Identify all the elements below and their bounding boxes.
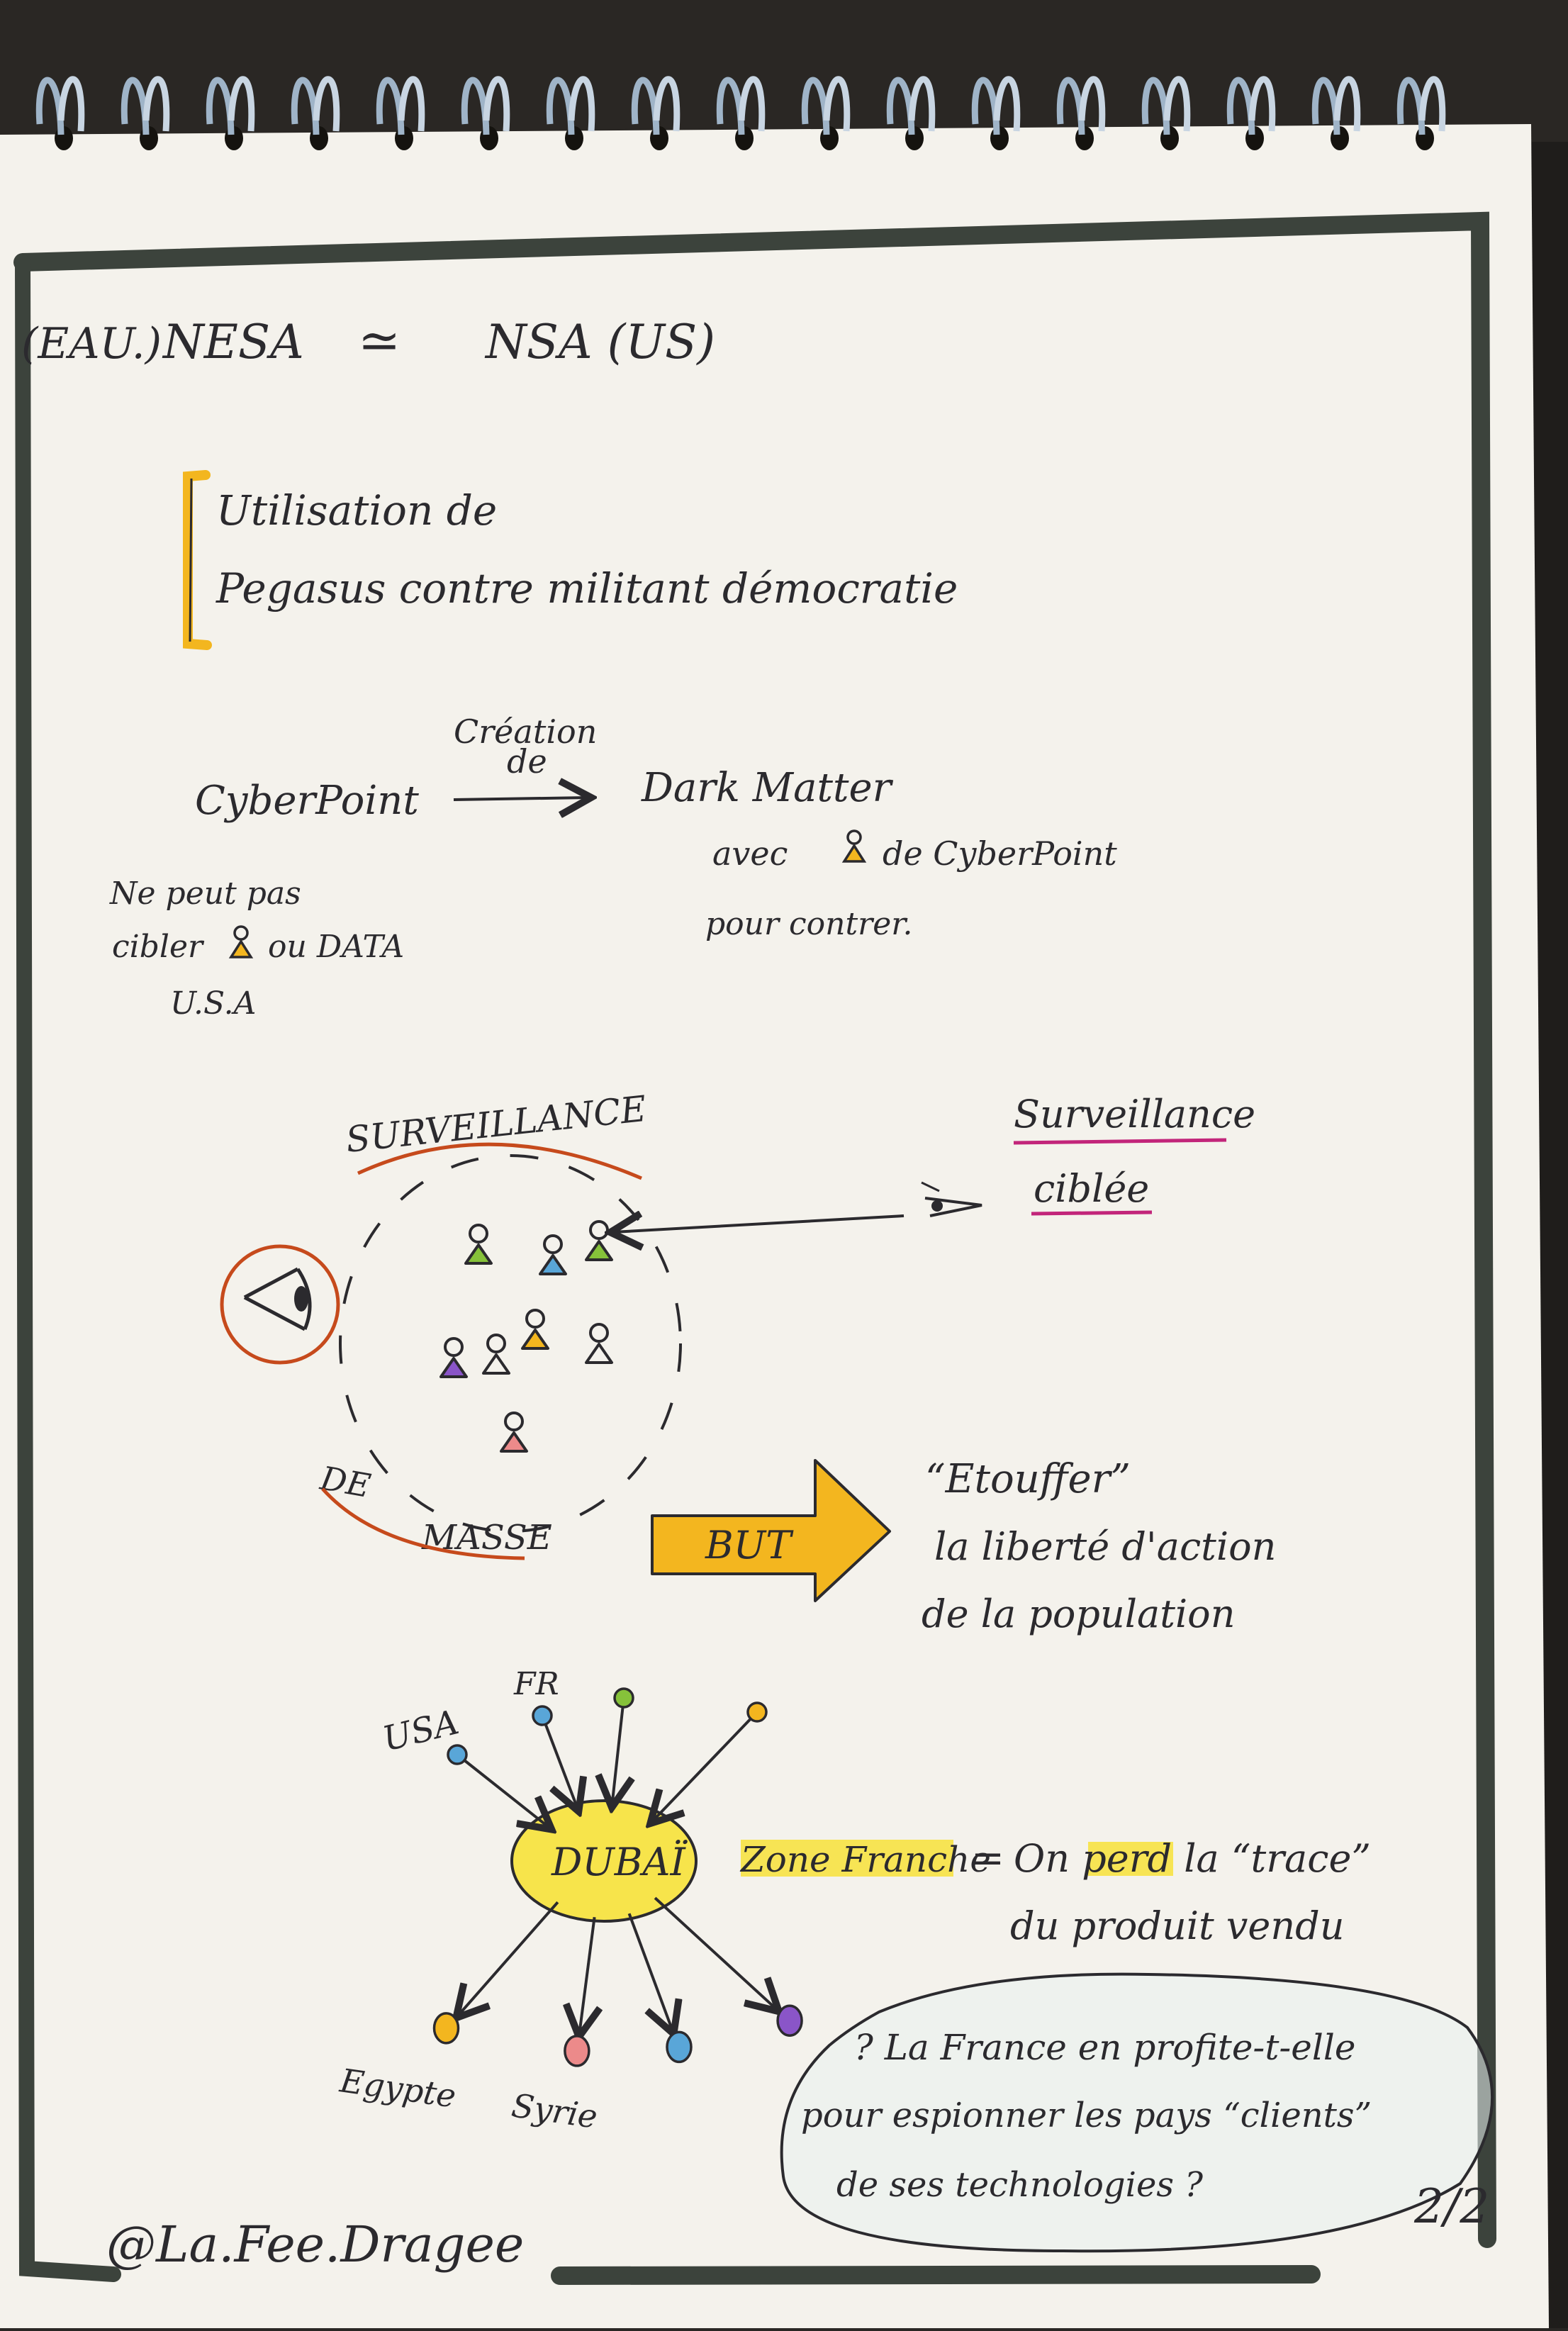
- notebook-page: [0, 124, 1549, 2328]
- dubai-highlight: [512, 1801, 696, 1921]
- zone-highlight: [741, 1840, 953, 1877]
- person-icon: [464, 1224, 493, 1265]
- in-fr-label: FR: [513, 1666, 559, 1702]
- spiral-ring: [206, 76, 255, 150]
- people-group: [439, 1220, 613, 1453]
- zone-explain-2: du produit vendu: [1010, 1904, 1344, 1948]
- dark-matter-note-2: de CyberPoint: [883, 834, 1117, 873]
- mass-de-label: DE: [317, 1458, 374, 1505]
- spiral-ring: [1226, 76, 1276, 150]
- eye-icon: [921, 1181, 982, 1217]
- question-line-3: de ses technologies ?: [836, 2165, 1203, 2205]
- dark-matter-note-3: pour contrer.: [705, 906, 912, 942]
- creation-label: Création: [454, 712, 597, 751]
- page-number: 2/2: [1413, 2179, 1489, 2234]
- limit-line-1: Ne peut pas: [109, 876, 301, 912]
- question-bubble-fill: [781, 1974, 1493, 2252]
- creation-de-label: de: [507, 742, 547, 781]
- pegasus-bracket: [183, 470, 212, 650]
- spiral-ring: [35, 76, 85, 150]
- spiral-ring: [376, 76, 425, 150]
- incoming-spoke: [612, 1687, 633, 1805]
- targeted-underline-1: [1013, 1138, 1227, 1145]
- spiral-ring: [971, 76, 1021, 150]
- person-icon: [521, 1309, 549, 1350]
- spiral-ring: [546, 76, 595, 150]
- zone-equals: =: [971, 1835, 1004, 1882]
- zone-franche-label: Zone Franche: [739, 1839, 991, 1880]
- spiral-ring: [1141, 76, 1191, 150]
- spiral-ring: [461, 76, 510, 150]
- pegasus-bracket-ink: [189, 478, 193, 642]
- person-icon: [539, 1234, 567, 1275]
- person-icon: [585, 1323, 613, 1364]
- eye-icon: [243, 1267, 312, 1331]
- question-bubble: [780, 1972, 1494, 2253]
- targeted-arrow: [613, 1216, 905, 1232]
- dark-matter-note-1: avec: [712, 834, 788, 873]
- question-line-2: pour espionner les pays “clients”: [801, 2096, 1372, 2135]
- person-icon: [500, 1412, 528, 1453]
- spiral-ring: [121, 76, 170, 150]
- goal-line-2: la liberté d'action: [934, 1524, 1276, 1569]
- header-nesa: NESA: [162, 315, 304, 369]
- outgoing-spoke: [654, 1896, 803, 2037]
- incoming-spoke: [532, 1705, 578, 1809]
- dubai-spokes: [432, 1687, 803, 2067]
- person-icon: [439, 1337, 468, 1378]
- limit-line-3: ou DATA: [268, 929, 404, 965]
- goal-line-1: “Etouffer”: [925, 1456, 1131, 1502]
- dubai-label: DUBAÏ: [551, 1839, 688, 1884]
- goal-arrow-label: BUT: [705, 1523, 794, 1567]
- creation-arrow: [453, 798, 588, 800]
- page-frame-left: [15, 255, 121, 2282]
- question-line-1: ? La France en profite-t-elle: [854, 2027, 1355, 2068]
- spiral-ring: [291, 76, 340, 150]
- goal-line-3: de la population: [922, 1592, 1235, 1636]
- limit-line-2: cibler: [112, 929, 205, 965]
- person-icon: [228, 925, 254, 958]
- person-icon: [482, 1334, 510, 1375]
- header-eau: (EAU.): [21, 319, 162, 369]
- targeted-label-1: Surveillance: [1014, 1092, 1255, 1136]
- eye-circle: [220, 1244, 340, 1365]
- spiral-ring: [1056, 76, 1106, 150]
- targeted-underline-2: [1031, 1210, 1153, 1216]
- spiral-ring: [801, 76, 851, 150]
- person-icon: [841, 829, 867, 863]
- signature: @La.Fee.Dragee: [106, 2215, 524, 2274]
- mass-bottom-underline: [321, 1487, 525, 1560]
- outgoing-spoke: [432, 1901, 559, 2045]
- outgoing-spoke: [627, 1913, 693, 2064]
- dark-matter-label: Dark Matter: [641, 765, 894, 811]
- zone-explain-1: On perd la “trace”: [1014, 1836, 1371, 1881]
- incoming-spoke: [652, 1701, 768, 1821]
- spiral-ring: [716, 76, 766, 150]
- perd-highlight: [1088, 1842, 1173, 1876]
- spiral-ring: [886, 76, 936, 150]
- mass-surveillance-underline: [357, 1142, 642, 1180]
- incoming-spoke: [447, 1744, 549, 1828]
- outgoing-spoke: [565, 1916, 595, 2067]
- targeted-label-2: ciblée: [1034, 1166, 1149, 1211]
- spiral-ring: [1311, 76, 1361, 150]
- spiral-binding: [35, 76, 1446, 150]
- spiral-ring: [631, 76, 681, 150]
- cyberpoint-label: CyberPoint: [195, 778, 419, 824]
- pegasus-line-2: Pegasus contre militant démocratie: [215, 564, 958, 613]
- pegasus-line-1: Utilisation de: [216, 486, 497, 535]
- mass-surveillance-circle: [339, 1154, 682, 1533]
- header-nsa: NSA (US): [484, 315, 715, 369]
- page-frame: [13, 211, 1496, 2285]
- limit-line-4: U.S.A: [170, 985, 256, 1022]
- spiral-ring: [1396, 76, 1446, 150]
- goal-arrow: [651, 1459, 891, 1602]
- header-approx: ≃: [358, 311, 401, 370]
